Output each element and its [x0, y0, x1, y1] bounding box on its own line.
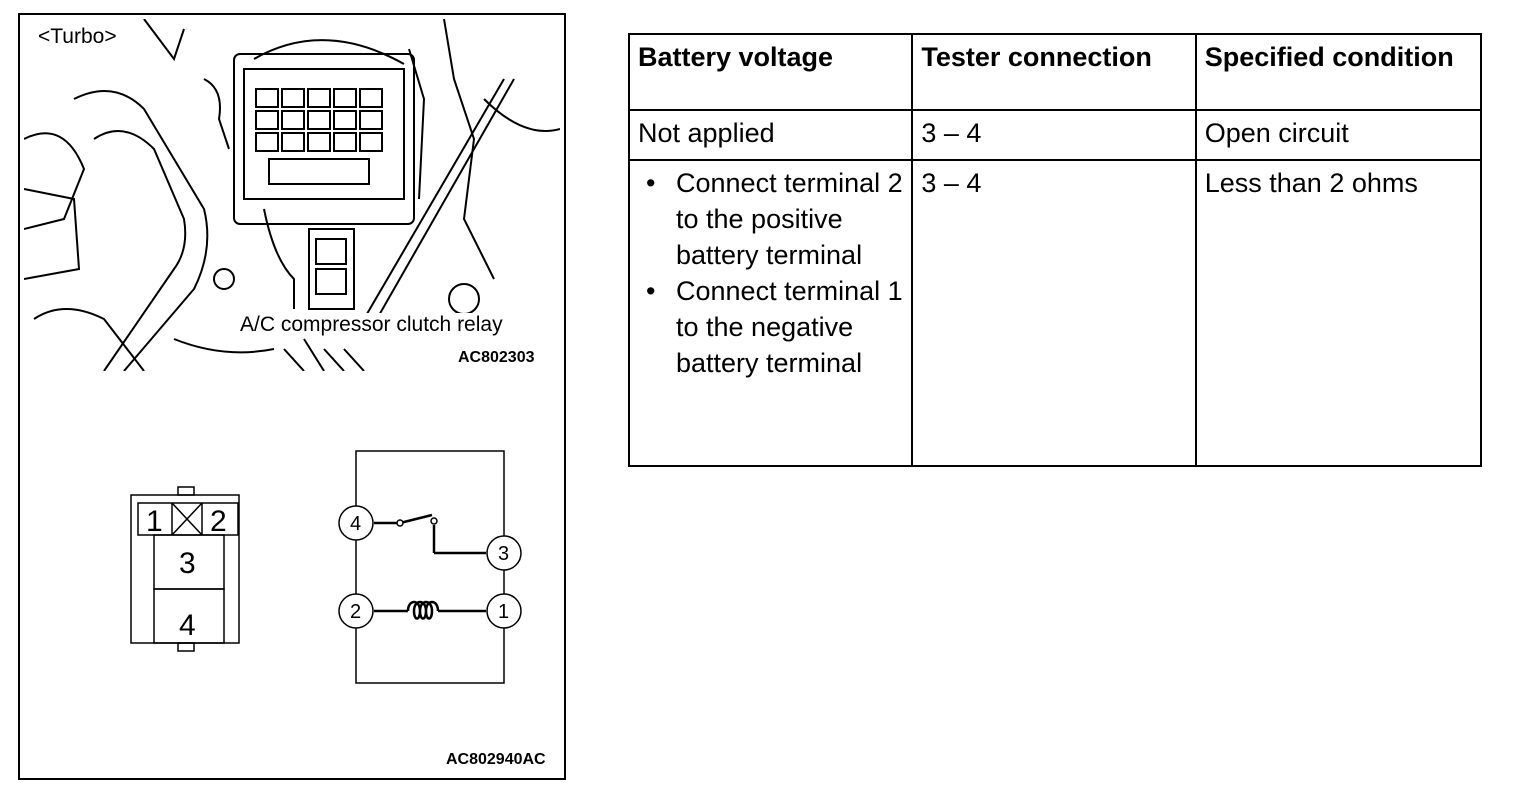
connector-terminal-4: 4 — [179, 609, 196, 642]
cell-specified-condition: Open circuit — [1194, 109, 1483, 161]
turbo-label: <Turbo> — [36, 25, 119, 49]
header-specified-condition: Specified condition — [1194, 33, 1483, 111]
relay-coil — [374, 600, 486, 620]
table-header-row: Battery voltage Tester connection Specif… — [627, 33, 1483, 111]
engine-bay-line-art — [24, 19, 560, 371]
cell-specified-condition: Less than 2 ohms — [1194, 159, 1483, 467]
connector-terminal-1: 1 — [146, 505, 163, 538]
cell-battery-voltage: Not applied — [627, 109, 914, 161]
list-item: Connect terminal 2 to the positive batte… — [646, 165, 903, 273]
circuit-outline — [355, 450, 505, 684]
circuit-terminal-4: 4 — [350, 513, 361, 535]
cell-battery-voltage: Connect terminal 2 to the positive batte… — [627, 159, 914, 467]
relay-inspection-table: Battery voltage Tester connection Specif… — [627, 33, 1483, 467]
figure-reference-code: AC802940AC — [446, 751, 546, 768]
header-battery-voltage: Battery voltage — [627, 33, 914, 111]
relay-callout-label: A/C compressor clutch relay — [238, 313, 505, 337]
circuit-terminal-2: 2 — [350, 601, 361, 623]
battery-connection-steps: Connect terminal 2 to the positive batte… — [638, 165, 903, 381]
photo-reference-code: AC802303 — [456, 349, 537, 367]
cell-tester-connection: 3 – 4 — [911, 159, 1197, 467]
relay-switch-contact — [374, 513, 486, 555]
relay-illustration: <Turbo> A/C compressor clutch relay AC80… — [18, 13, 566, 780]
relay-circuit-diagram: 4 3 2 1 — [328, 449, 528, 689]
connector-terminal-3: 3 — [179, 547, 196, 580]
list-item: Connect terminal 1 to the negative batte… — [646, 273, 903, 381]
circuit-terminal-1: 1 — [498, 601, 509, 623]
connector-terminal-2: 2 — [210, 505, 227, 538]
header-tester-connection: Tester connection — [911, 33, 1197, 111]
circuit-terminal-3: 3 — [498, 543, 509, 565]
relay-connector-diagram: 1 2 3 4 — [130, 485, 240, 665]
cell-tester-connection: 3 – 4 — [911, 109, 1197, 161]
table-row: Connect terminal 2 to the positive batte… — [627, 159, 1483, 467]
table-row: Not applied 3 – 4 Open circuit — [627, 109, 1483, 161]
engine-bay-drawing: <Turbo> A/C compressor clutch relay AC80… — [24, 19, 560, 371]
